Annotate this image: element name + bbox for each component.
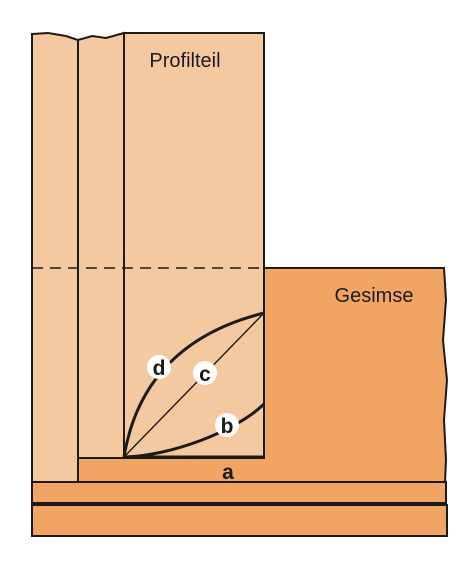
label-profile-part: Profilteil xyxy=(149,50,220,72)
profile-column-left xyxy=(31,31,79,483)
marker-c-bg xyxy=(193,361,217,385)
base-strip-upper xyxy=(31,481,447,504)
label-c: c xyxy=(199,363,211,386)
label-b: b xyxy=(221,415,234,438)
profile-column-middle xyxy=(77,31,125,459)
line-c xyxy=(123,312,265,458)
label-d: d xyxy=(153,357,166,380)
label-a: a xyxy=(222,461,234,484)
label-cornice: Gesimse xyxy=(335,285,414,307)
marker-b-bg xyxy=(215,413,239,437)
curve-b xyxy=(123,402,266,459)
marker-d-bg xyxy=(147,355,171,379)
base-strip-lower xyxy=(31,504,448,537)
